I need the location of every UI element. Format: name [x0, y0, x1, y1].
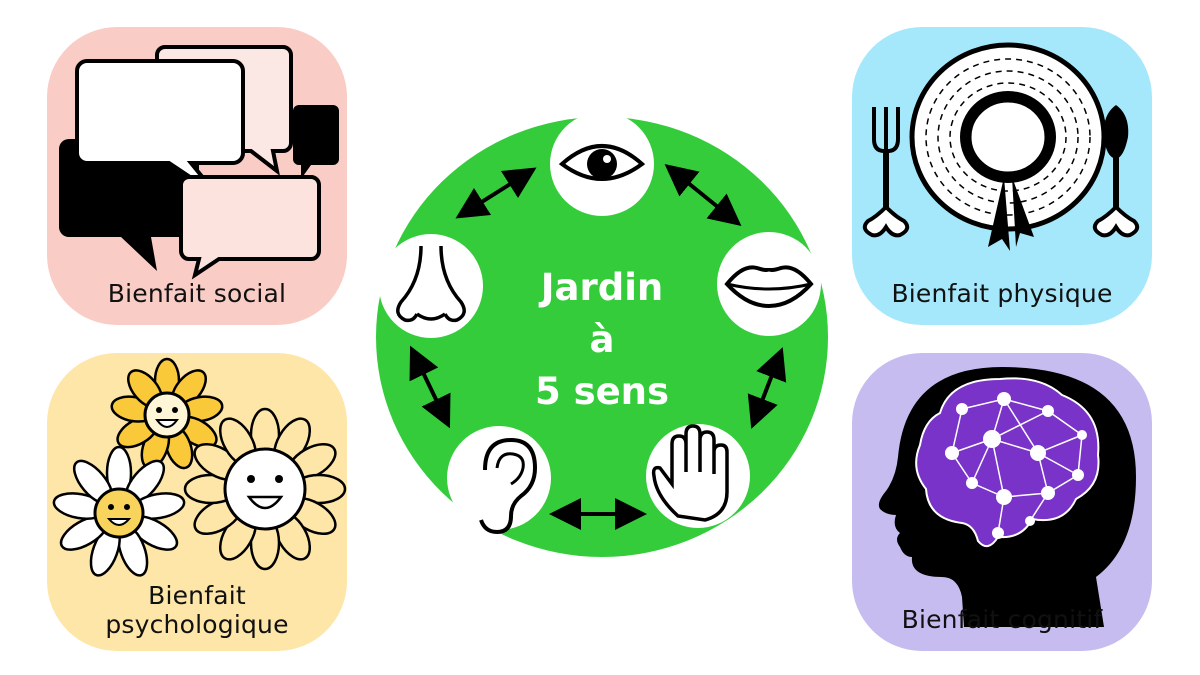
hand-icon: [646, 424, 750, 528]
label-bienfait-cognitif: Bienfait cognitif: [901, 605, 1103, 634]
flower-right-icon: [183, 407, 347, 571]
speech-bubbles-icon: [47, 27, 347, 325]
brain-head-icon: [852, 353, 1152, 651]
card-bienfait-social: Bienfait social: [47, 27, 347, 325]
sun-hat-garden-tools-icon: [852, 27, 1152, 325]
center-title-line3: 5 sens: [534, 370, 670, 413]
center-title-line2: à: [589, 318, 615, 361]
straw-hat-icon: [909, 42, 1107, 251]
label-bienfait-psychologique-line1: Bienfait: [148, 581, 246, 610]
nose-icon: [379, 234, 483, 338]
arrow-eye-mouth: [664, 163, 742, 227]
ear-icon: [447, 426, 551, 535]
jardin-cinq-sens-circle: Jardin à 5 sens: [373, 112, 831, 560]
card-bienfait-psychologique: Bienfait psychologique: [47, 353, 347, 651]
mouth-icon: [717, 232, 821, 336]
garden-trowel-icon: [1092, 105, 1140, 238]
flower-top-icon: [110, 357, 224, 470]
center-title-line1: Jardin: [540, 266, 664, 309]
label-bienfait-psychologique-line2: psychologique: [105, 610, 289, 639]
smiling-flowers-icon: [47, 353, 347, 651]
arrow-nose-ear: [409, 345, 451, 429]
garden-fork-icon: [862, 107, 910, 238]
label-bienfait-physique: Bienfait physique: [891, 279, 1113, 308]
arrow-nose-eye: [455, 167, 537, 219]
label-bienfait-social: Bienfait social: [107, 279, 287, 308]
card-bienfait-cognitif: Bienfait cognitif: [852, 353, 1152, 651]
double-arrows: [409, 163, 787, 530]
senses-wheel: [376, 112, 828, 557]
eye-icon: [550, 112, 654, 216]
card-bienfait-physique: Bienfait physique: [852, 27, 1152, 325]
flower-left-icon: [52, 445, 186, 577]
arrow-mouth-hand: [747, 347, 787, 429]
